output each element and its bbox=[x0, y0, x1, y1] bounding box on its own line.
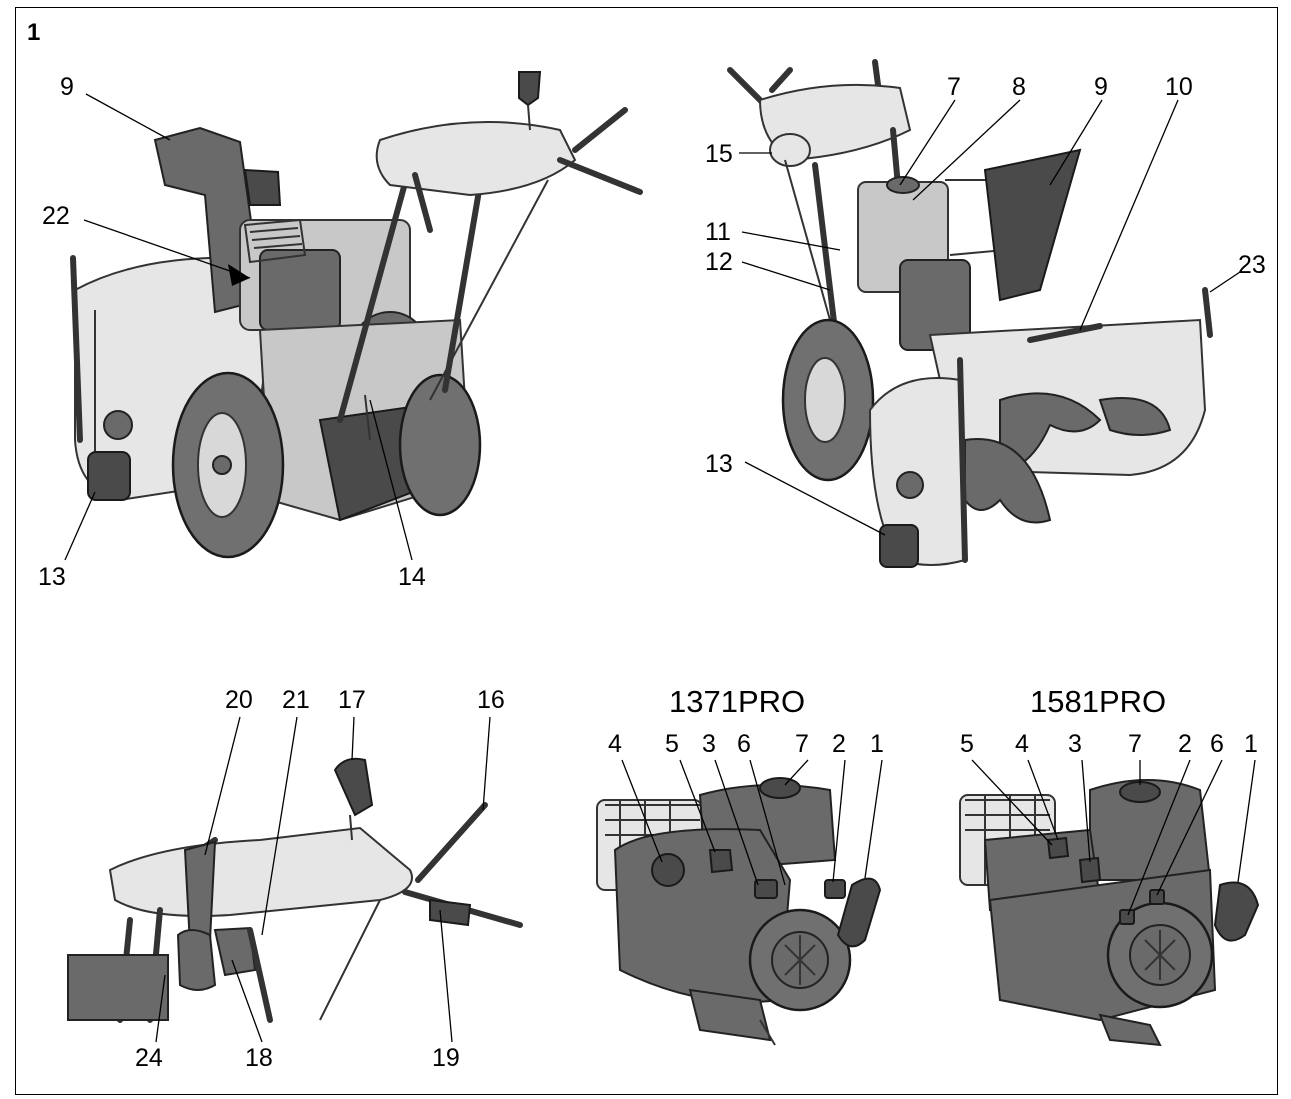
callout-6-1371: 6 bbox=[737, 730, 751, 758]
callout-3-1581: 3 bbox=[1068, 730, 1082, 758]
callout-20: 20 bbox=[225, 686, 253, 714]
snow-thrower-rear-view-illustration bbox=[70, 71, 643, 559]
callout-14: 14 bbox=[398, 563, 426, 591]
callout-7-top-right: 7 bbox=[947, 73, 961, 101]
callout-7-1581: 7 bbox=[1128, 730, 1142, 758]
callout-19: 19 bbox=[432, 1044, 460, 1072]
callout-1-1581: 1 bbox=[1244, 730, 1258, 758]
callout-13-top-left: 13 bbox=[38, 563, 66, 591]
callout-5-1581: 5 bbox=[960, 730, 974, 758]
callout-5-1371: 5 bbox=[665, 730, 679, 758]
callout-6-1581: 6 bbox=[1210, 730, 1224, 758]
callout-3-1371: 3 bbox=[702, 730, 716, 758]
callout-9-top-left: 9 bbox=[60, 73, 74, 101]
engine-1371pro-illustration bbox=[596, 777, 882, 1046]
callout-16: 16 bbox=[477, 686, 505, 714]
callout-22: 22 bbox=[42, 202, 70, 230]
model-label-1371pro: 1371PRO bbox=[669, 684, 805, 719]
callout-2-1581: 2 bbox=[1178, 730, 1192, 758]
callout-1-1371: 1 bbox=[870, 730, 884, 758]
snow-thrower-front-view-illustration bbox=[727, 59, 1213, 568]
callout-7-1371: 7 bbox=[795, 730, 809, 758]
callout-4-1581: 4 bbox=[1015, 730, 1029, 758]
callout-17: 17 bbox=[338, 686, 366, 714]
engine-1581pro-illustration bbox=[959, 779, 1260, 1047]
callout-9-top-right: 9 bbox=[1094, 73, 1108, 101]
callout-21: 21 bbox=[282, 686, 310, 714]
callout-12: 12 bbox=[705, 248, 733, 276]
callout-24: 24 bbox=[135, 1044, 163, 1072]
callout-11: 11 bbox=[705, 218, 731, 246]
figure-frame bbox=[15, 7, 1278, 1095]
callout-18: 18 bbox=[245, 1044, 273, 1072]
callout-2-1371: 2 bbox=[832, 730, 846, 758]
callout-13-top-right: 13 bbox=[705, 450, 733, 478]
callout-4-1371: 4 bbox=[608, 730, 622, 758]
model-label-1581pro: 1581PRO bbox=[1030, 684, 1166, 719]
callout-23: 23 bbox=[1238, 251, 1266, 279]
control-panel-illustration bbox=[67, 757, 523, 1023]
figure-number: 1 bbox=[27, 19, 40, 46]
callout-10: 10 bbox=[1165, 73, 1193, 101]
callout-15: 15 bbox=[705, 140, 733, 168]
callout-8-top-right: 8 bbox=[1012, 73, 1026, 101]
